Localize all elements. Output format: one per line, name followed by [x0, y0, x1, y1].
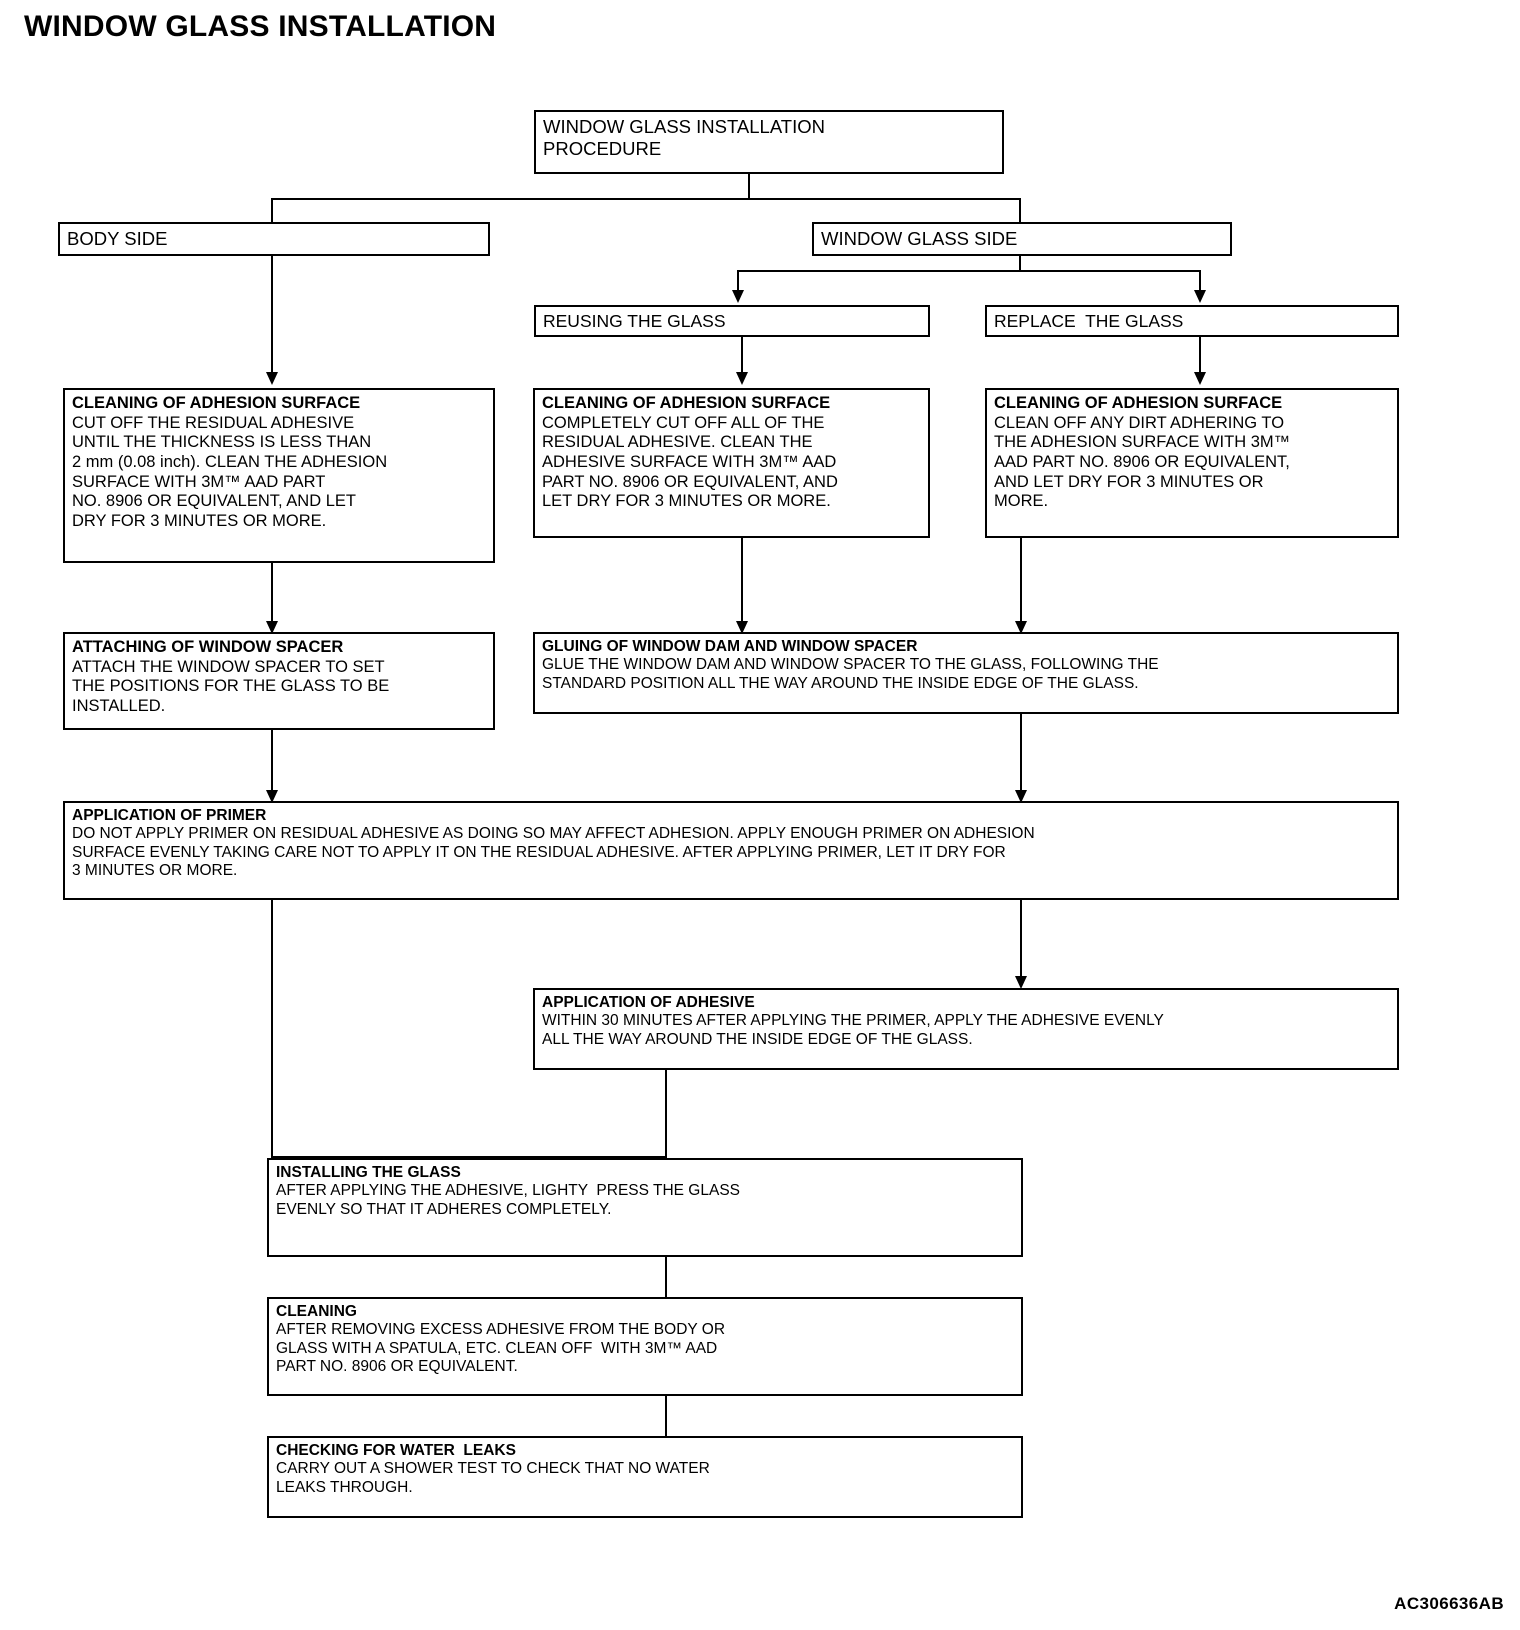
- connector-cleanbody-down: [271, 563, 273, 624]
- figure-code: AC306636AB: [1394, 1594, 1504, 1613]
- arrow-to-reusing: [732, 290, 744, 303]
- node-cleaning-adhesion-body-side: CLEANING OF ADHESION SURFACE CUT OFF THE…: [63, 388, 495, 563]
- node-cleaning-header: CLEANING: [276, 1303, 357, 1320]
- connector-root-split: [271, 198, 1021, 200]
- node-clean-body-header: CLEANING OF ADHESION SURFACE: [72, 394, 361, 412]
- connector-glassside-to-reusing: [737, 270, 739, 291]
- connector-attach-down: [271, 730, 273, 793]
- node-reusing-the-glass: REUSING THE GLASS: [534, 305, 930, 337]
- arrow-to-adhesive: [1015, 976, 1027, 989]
- node-installing-body: AFTER APPLYING THE ADHESIVE, LIGHTY PRES…: [276, 1182, 741, 1218]
- node-body-side-body: BODY SIDE: [67, 228, 168, 249]
- node-application-of-primer: APPLICATION OF PRIMER DO NOT APPLY PRIME…: [63, 801, 1399, 900]
- node-checking-for-water-leaks: CHECKING FOR WATER LEAKS CARRY OUT A SHO…: [267, 1436, 1023, 1518]
- connector-reusing-down: [741, 337, 743, 374]
- node-primer-body: DO NOT APPLY PRIMER ON RESIDUAL ADHESIVE…: [72, 825, 1035, 880]
- connector-primer-bypass-across: [271, 1156, 667, 1158]
- node-application-of-adhesive: APPLICATION OF ADHESIVE WITHIN 30 MINUTE…: [533, 988, 1399, 1070]
- connector-root-to-glassside: [1019, 198, 1021, 222]
- connector-glassside-stem: [1019, 256, 1021, 272]
- node-root: WINDOW GLASS INSTALLATION PROCEDURE: [534, 110, 1004, 174]
- connector-installing-down: [665, 1257, 667, 1307]
- node-clean-reuse-body: COMPLETELY CUT OFF ALL OF THE RESIDUAL A…: [542, 413, 838, 511]
- node-adhesive-body: WITHIN 30 MINUTES AFTER APPLYING THE PRI…: [542, 1012, 1164, 1048]
- node-cleaning-adhesion-reusing: CLEANING OF ADHESION SURFACE COMPLETELY …: [533, 388, 930, 538]
- node-glass-side-body: WINDOW GLASS SIDE: [821, 228, 1018, 249]
- arrow-to-clean-body: [266, 372, 278, 385]
- node-gluing-body: GLUE THE WINDOW DAM AND WINDOW SPACER TO…: [542, 656, 1159, 692]
- node-installing-the-glass: INSTALLING THE GLASS AFTER APPLYING THE …: [267, 1158, 1023, 1257]
- arrow-to-clean-reuse: [736, 372, 748, 385]
- connector-primer-bypass-down: [271, 900, 273, 1158]
- connector-primer-to-adhesive: [1020, 900, 1022, 979]
- connector-gluing-down: [1020, 714, 1022, 793]
- node-adhesive-header: APPLICATION OF ADHESIVE: [542, 994, 755, 1011]
- node-attaching-window-spacer: ATTACHING OF WINDOW SPACER ATTACH THE WI…: [63, 632, 495, 730]
- connector-bodyside-down: [271, 256, 273, 374]
- node-clean-replace-body: CLEAN OFF ANY DIRT ADHERING TO THE ADHES…: [994, 413, 1291, 511]
- node-root-body: WINDOW GLASS INSTALLATION PROCEDURE: [543, 116, 825, 159]
- node-water-leaks-header: CHECKING FOR WATER LEAKS: [276, 1442, 516, 1459]
- node-attach-spacer-body: ATTACH THE WINDOW SPACER TO SET THE POSI…: [72, 657, 390, 715]
- arrow-to-replace: [1194, 290, 1206, 303]
- connector-glassside-split: [737, 270, 1201, 272]
- connector-adhesive-down: [665, 1070, 667, 1192]
- node-reusing-body: REUSING THE GLASS: [543, 311, 726, 331]
- node-primer-header: APPLICATION OF PRIMER: [72, 807, 267, 824]
- arrow-to-clean-replace: [1194, 372, 1206, 385]
- connector-root-stem: [748, 174, 750, 199]
- arrow-to-primer-right: [1015, 790, 1027, 803]
- node-clean-reuse-header: CLEANING OF ADHESION SURFACE: [542, 394, 831, 412]
- node-installing-header: INSTALLING THE GLASS: [276, 1164, 461, 1181]
- page-title: WINDOW GLASS INSTALLATION: [24, 10, 497, 43]
- connector-glassside-to-replace: [1199, 270, 1201, 291]
- arrow-to-attach-spacer: [266, 621, 278, 634]
- connector-cleaning-down: [665, 1396, 667, 1446]
- node-cleaning-body: AFTER REMOVING EXCESS ADHESIVE FROM THE …: [276, 1321, 726, 1376]
- connector-cleanreplace-down: [1020, 538, 1022, 624]
- node-replace-body: REPLACE THE GLASS: [994, 311, 1184, 331]
- node-gluing-window-dam-spacer: GLUING OF WINDOW DAM AND WINDOW SPACER G…: [533, 632, 1399, 714]
- node-glass-side: WINDOW GLASS SIDE: [812, 222, 1232, 256]
- node-clean-replace-header: CLEANING OF ADHESION SURFACE: [994, 394, 1283, 412]
- node-cleaning: CLEANING AFTER REMOVING EXCESS ADHESIVE …: [267, 1297, 1023, 1396]
- node-attach-spacer-header: ATTACHING OF WINDOW SPACER: [72, 638, 344, 656]
- node-clean-body-body: CUT OFF THE RESIDUAL ADHESIVE UNTIL THE …: [72, 413, 388, 530]
- node-water-leaks-body: CARRY OUT A SHOWER TEST TO CHECK THAT NO…: [276, 1460, 710, 1496]
- node-gluing-header: GLUING OF WINDOW DAM AND WINDOW SPACER: [542, 638, 918, 655]
- arrow-to-gluing-left: [736, 621, 748, 634]
- node-replace-the-glass: REPLACE THE GLASS: [985, 305, 1399, 337]
- connector-root-to-bodyside: [271, 198, 273, 222]
- node-cleaning-adhesion-replace: CLEANING OF ADHESION SURFACE CLEAN OFF A…: [985, 388, 1399, 538]
- node-body-side: BODY SIDE: [58, 222, 490, 256]
- connector-cleanreuse-down: [741, 538, 743, 624]
- connector-replace-down: [1199, 337, 1201, 374]
- arrow-to-gluing-right: [1015, 621, 1027, 634]
- arrow-to-primer-left: [266, 790, 278, 803]
